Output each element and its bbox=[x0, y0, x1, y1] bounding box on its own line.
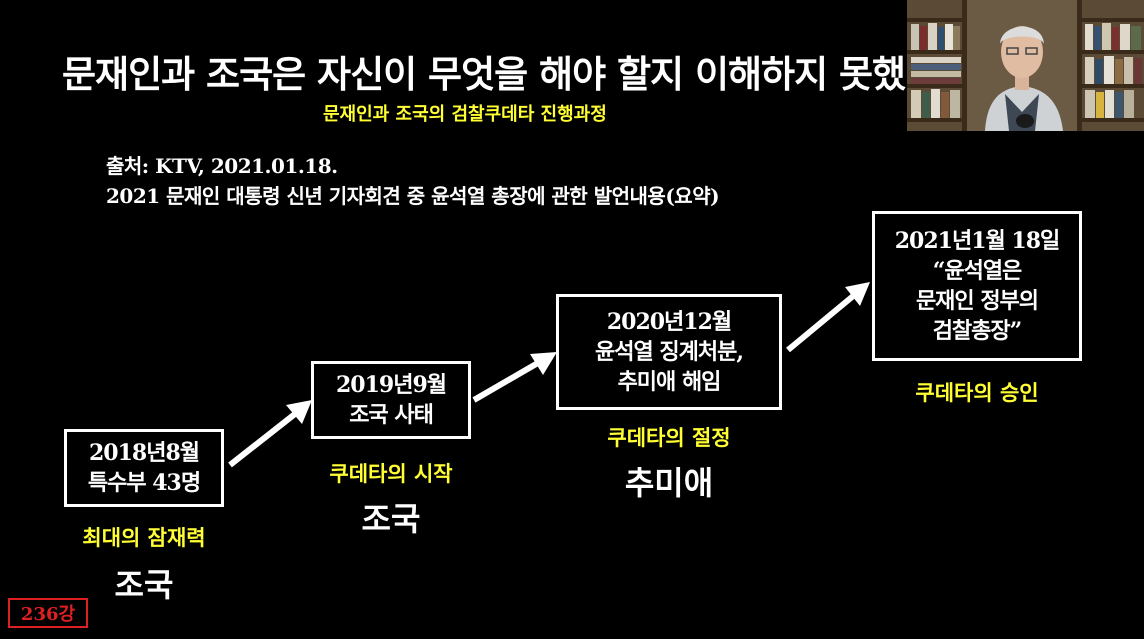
arrow-3-icon bbox=[786, 282, 870, 353]
page-title: 문재인과 조국은 자신이 무엇을 해야 할지 이해하지 못했다 bbox=[62, 53, 939, 96]
timeline-box-line: 검찰총장” bbox=[932, 318, 1023, 344]
stage-person: 조국 bbox=[114, 566, 174, 604]
stage-person: 조국 bbox=[361, 500, 421, 538]
source-description: 2021 문재인 대통령 신년 기자회견 중 윤석열 총장에 관한 발언내용(요… bbox=[106, 184, 720, 208]
stage-label-potential: 최대의 잠재력 bbox=[82, 526, 206, 550]
arrow-1-icon bbox=[228, 400, 312, 468]
stage-person: 추미애 bbox=[624, 464, 714, 502]
timeline-box-line: 조국 사태 bbox=[349, 402, 434, 428]
timeline-box-line: 2021년1월 18일 bbox=[894, 228, 1061, 254]
stage-label-peak: 쿠데타의 절정 bbox=[607, 426, 731, 450]
timeline-box-line: 2020년12월 bbox=[606, 309, 732, 335]
lecture-number-badge: 236강 bbox=[8, 598, 88, 628]
timeline-box-line: 추미애 해임 bbox=[617, 369, 722, 395]
timeline-box-2021: 2021년1월 18일 “윤석열은 문재인 정부의 검찰총장” bbox=[872, 211, 1082, 361]
timeline-box-line: 윤석열 징계처분, bbox=[595, 339, 744, 365]
timeline-box-2019: 2019년9월 조국 사태 bbox=[311, 361, 471, 439]
page-subtitle: 문재인과 조국의 검찰쿠데타 진행과정 bbox=[323, 104, 607, 125]
timeline-box-2020: 2020년12월 윤석열 징계처분, 추미애 해임 bbox=[556, 294, 782, 410]
presenter-webcam-icon bbox=[907, 0, 1144, 131]
stage-label-start: 쿠데타의 시작 bbox=[329, 462, 453, 486]
timeline-box-2018: 2018년8월 특수부 43명 bbox=[64, 429, 224, 507]
source-citation: 출처: KTV, 2021.01.18. bbox=[106, 154, 338, 178]
timeline-box-line: 2019년9월 bbox=[335, 372, 447, 398]
timeline-box-line: 문재인 정부의 bbox=[915, 288, 1039, 314]
stage-label-approval: 쿠데타의 승인 bbox=[915, 381, 1039, 405]
timeline-box-line: 2018년8월 bbox=[88, 440, 200, 466]
timeline-box-line: “윤석열은 bbox=[932, 258, 1023, 284]
timeline-box-line: 특수부 43명 bbox=[87, 470, 201, 496]
arrow-2-icon bbox=[472, 352, 557, 403]
webcam-picture bbox=[907, 0, 1144, 131]
